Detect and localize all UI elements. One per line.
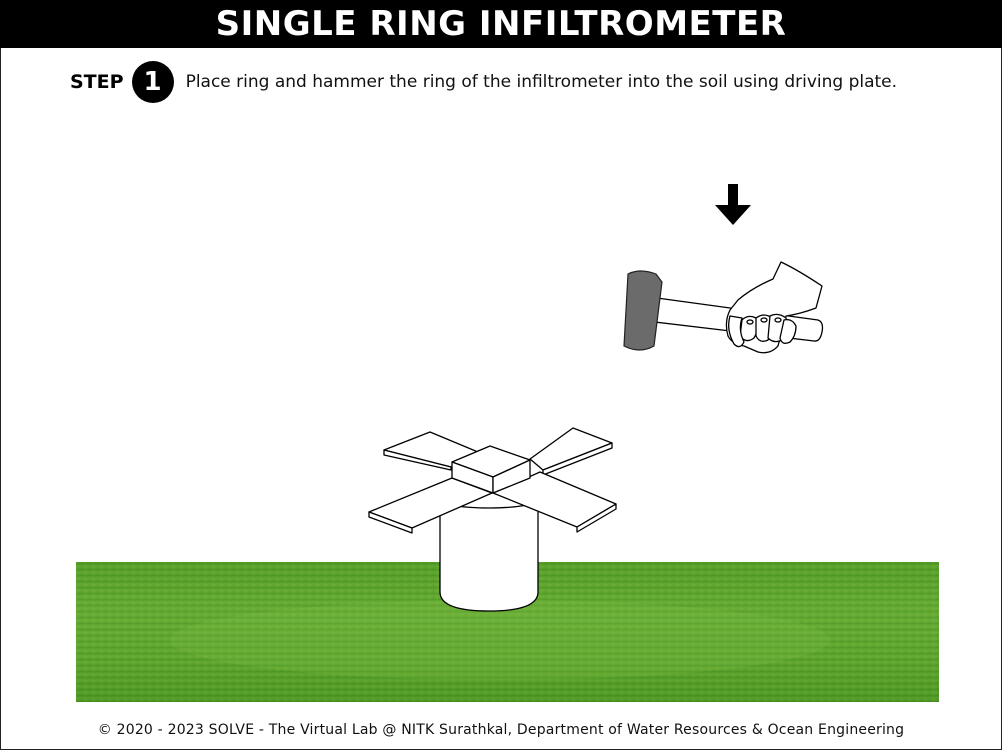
footer-copyright: © 2020 - 2023 SOLVE - The Virtual Lab @ … bbox=[97, 722, 905, 738]
driving-plate bbox=[368, 427, 617, 534]
hand-icon bbox=[725, 261, 823, 354]
step-instruction-row: STEP 1 Place ring and hammer the ring of… bbox=[70, 61, 898, 103]
step-instruction-text: Place ring and hammer the ring of the in… bbox=[185, 72, 898, 92]
page-title: SINGLE RING INFILTROMETER bbox=[0, 0, 1002, 48]
step-label: STEP bbox=[70, 71, 124, 93]
step-number-badge: 1 bbox=[131, 61, 174, 103]
down-arrow-icon bbox=[715, 184, 751, 225]
